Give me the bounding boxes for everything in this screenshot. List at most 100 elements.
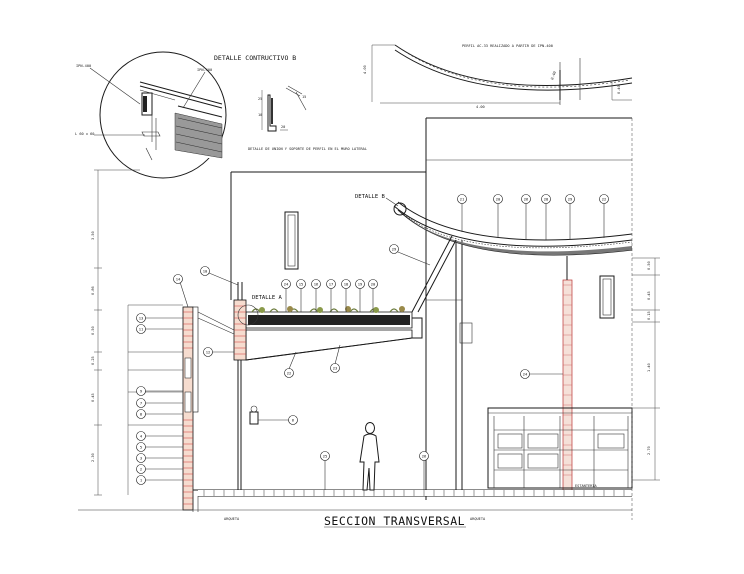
callout-wall-left-5: 5 <box>136 442 183 452</box>
svg-text:6: 6 <box>292 418 295 423</box>
callout-roof-4: 28 <box>541 194 551 240</box>
callout-wall-left-6: 3 <box>136 453 183 463</box>
small-dim-3: 20 <box>281 125 285 129</box>
detail-circle: IPN-400 IPN-400 L 60 x 60 <box>75 51 227 179</box>
small-dim-4: 15 <box>302 95 306 99</box>
callout-roof-5: 29 <box>565 194 575 240</box>
callout-roof-2: 20 <box>493 194 503 238</box>
svg-text:7: 7 <box>140 401 142 406</box>
right-dim-5: 2.70 <box>647 446 651 455</box>
callout-wall-left-4: 4 <box>136 431 183 441</box>
svg-text:12: 12 <box>206 350 211 355</box>
arc-profile: PERFIL AC-33 REALIZADO A PARTIR DE IPN-4… <box>363 44 633 109</box>
callout-roof-3: 26 <box>521 194 531 240</box>
callout-beam-2: 15 <box>296 279 306 312</box>
callout-wall-left-7: 2 <box>136 464 183 474</box>
callout-beam-5: 18 <box>341 279 351 312</box>
svg-text:4: 4 <box>140 434 143 439</box>
right-dim-4: 1.40 <box>647 363 651 372</box>
rise-dim: 0.40 <box>550 71 557 81</box>
left-dim-6: 2.30 <box>91 453 95 462</box>
svg-text:5: 5 <box>140 445 142 450</box>
callout-slab-2: 23 <box>330 344 341 373</box>
svg-text:11: 11 <box>139 327 144 332</box>
arc-dim: 4.00 <box>363 65 367 74</box>
left-dim-1: 3.50 <box>91 231 95 240</box>
callout-wall-left-8: 1 <box>136 475 183 485</box>
svg-text:24: 24 <box>523 372 528 377</box>
drawing-title: SECCION TRANSVERSAL <box>324 514 465 528</box>
left-dim-3: 0.50 <box>91 326 95 335</box>
small-dim-1: 25 <box>258 97 262 101</box>
ipn-label-right: IPN-400 <box>197 68 212 72</box>
callout-beam-3: 16 <box>311 279 321 312</box>
svg-text:23: 23 <box>333 366 338 371</box>
svg-text:13: 13 <box>139 316 144 321</box>
svg-text:22: 22 <box>602 197 607 202</box>
shelf-label: ESTANTERIA <box>575 484 597 488</box>
svg-text:14: 14 <box>176 277 181 282</box>
svg-text:26: 26 <box>524 197 529 202</box>
svg-text:22: 22 <box>287 371 292 376</box>
person-figure <box>359 422 380 491</box>
span-dim: 4.00 <box>476 105 485 109</box>
left-dim-2: 0.86 <box>91 286 95 295</box>
callout-wall-left-2: 7 <box>136 398 183 408</box>
joint-note: DETALLE DE UNION Y SOPORTE DE PERFIL EN … <box>248 147 367 151</box>
svg-text:21: 21 <box>460 197 465 202</box>
arqueta-left: ARQUETA <box>224 517 240 521</box>
callout-column: 24 <box>520 369 563 379</box>
callout-floor-2: 26 <box>419 451 429 490</box>
gap-dim: 0.40 <box>617 85 621 94</box>
callout-strut: 29 <box>389 244 431 266</box>
left-dimensions: 3.50 0.86 0.50 0.25 0.45 2.30 <box>91 169 183 496</box>
callout-wall-upper-1: 13 <box>136 313 183 323</box>
callout-beam-1: 24 <box>281 279 291 312</box>
svg-text:2: 2 <box>140 467 142 472</box>
svg-text:19: 19 <box>358 282 363 287</box>
callouts: 21 20 26 28 29 22 29 24 15 16 17 18 19 2… <box>136 194 609 490</box>
callout-roof-6: 22 <box>599 194 609 238</box>
arqueta-right: ARQUETA <box>470 517 486 521</box>
bracket-detail: 25 10 20 15 DETALLE DE UNION Y SOPORTE D… <box>248 85 367 151</box>
svg-text:8: 8 <box>140 412 143 417</box>
detail-circle-outline <box>99 51 227 179</box>
callout-lamp: 6 <box>258 415 298 425</box>
svg-text:1: 1 <box>140 478 143 483</box>
right-dim-3: 0.15 <box>647 311 651 320</box>
svg-text:10: 10 <box>203 269 208 274</box>
building-section <box>78 117 633 512</box>
right-dimensions: 0.50 0.45 0.15 1.40 2.70 <box>631 118 660 520</box>
svg-text:16: 16 <box>314 282 319 287</box>
detail-a-label: DETALLE A <box>252 295 282 301</box>
callout-parapet-2: 10 <box>200 266 239 286</box>
svg-text:24: 24 <box>284 282 289 287</box>
right-dim-2: 0.45 <box>647 291 651 300</box>
svg-text:3: 3 <box>140 456 142 461</box>
svg-text:20: 20 <box>496 197 501 202</box>
svg-text:15: 15 <box>299 282 304 287</box>
svg-text:29: 29 <box>568 197 573 202</box>
svg-text:20: 20 <box>371 282 376 287</box>
svg-text:18: 18 <box>344 282 349 287</box>
callout-beam-6: 19 <box>355 279 365 312</box>
callout-wall-left-1: 9 <box>136 386 183 396</box>
left-dim-5: 0.45 <box>91 393 95 402</box>
svg-text:26: 26 <box>422 454 427 459</box>
callout-slab-1: 22 <box>284 351 297 378</box>
detail-title: DETALLE CONTRUCTIVO B <box>214 54 296 62</box>
callout-roof-1: 21 <box>457 194 467 232</box>
svg-text:17: 17 <box>329 282 334 287</box>
svg-text:25: 25 <box>323 454 328 459</box>
callout-wall-mid: 12 <box>203 347 234 357</box>
shelving-unit <box>487 407 633 489</box>
right-dim-1: 0.50 <box>647 261 651 270</box>
callout-wall-left-3: 8 <box>136 409 183 419</box>
callout-beam-4: 17 <box>326 279 336 312</box>
ipn-label-left: IPN-400 <box>76 64 91 68</box>
profile-note: PERFIL AC-33 REALIZADO A PARTIR DE IPN-4… <box>462 44 553 48</box>
callout-wall-upper-2: 11 <box>136 324 183 334</box>
callout-floor-1: 25 <box>320 451 330 490</box>
svg-text:28: 28 <box>544 197 549 202</box>
